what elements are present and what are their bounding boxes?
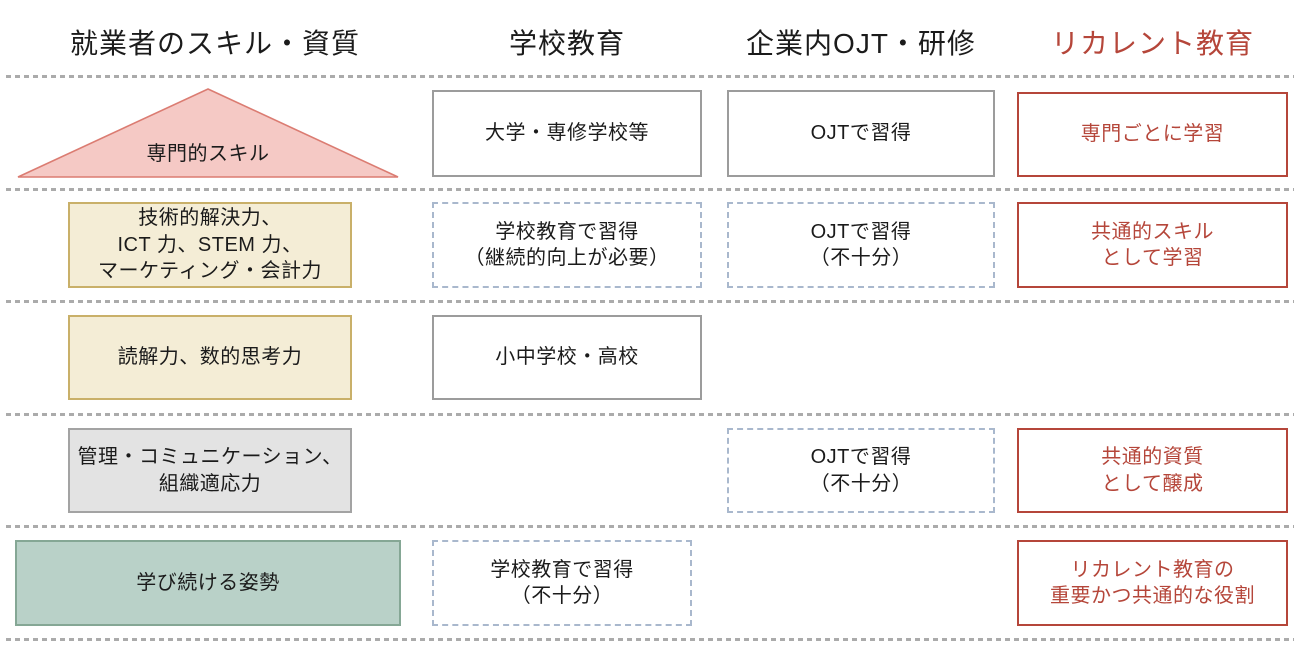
row4-skill-box: 管理・コミュニケーション、 組織適応力 bbox=[68, 428, 352, 513]
row2-ojt-box: OJTで習得 （不十分） bbox=[727, 202, 995, 288]
row3-skill-box: 読解力、数的思考力 bbox=[68, 315, 352, 400]
triangle-shape-icon bbox=[17, 88, 399, 178]
column-header-company-ojt: 企業内OJT・研修 bbox=[746, 28, 976, 59]
column-header-recurrent-education: リカレント教育 bbox=[1050, 28, 1254, 59]
column-header-school-education: 学校教育 bbox=[508, 28, 625, 59]
row3-school-box: 小中学校・高校 bbox=[432, 315, 702, 400]
row-separator bbox=[6, 638, 1294, 641]
specialized-skill-triangle: 専門的スキル bbox=[15, 87, 401, 179]
row4-recurrent-box: 共通的資質 として醸成 bbox=[1017, 428, 1288, 513]
row-separator bbox=[6, 75, 1294, 78]
row1-recurrent-box: 専門ごとに学習 bbox=[1017, 92, 1288, 177]
row2-school-box: 学校教育で習得 （継続的向上が必要） bbox=[432, 202, 702, 288]
row5-recurrent-box: リカレント教育の 重要かつ共通的な役割 bbox=[1017, 540, 1288, 626]
row5-school-box: 学校教育で習得 （不十分） bbox=[432, 540, 692, 626]
row-separator bbox=[6, 413, 1294, 416]
row1-school-box: 大学・専修学校等 bbox=[432, 90, 702, 177]
column-header-worker-skills: 就業者のスキル・資質 bbox=[69, 28, 360, 59]
triangle-label: 専門的スキル bbox=[146, 143, 270, 165]
row5-skill-box: 学び続ける姿勢 bbox=[15, 540, 401, 626]
row-separator bbox=[6, 300, 1294, 303]
row1-ojt-box: OJTで習得 bbox=[727, 90, 995, 177]
row-separator bbox=[6, 525, 1294, 528]
row-separator bbox=[6, 188, 1294, 191]
row2-skill-box: 技術的解決力、 ICT 力、STEM 力、 マーケティング・会計力 bbox=[68, 202, 352, 288]
row2-recurrent-box: 共通的スキル として学習 bbox=[1017, 202, 1288, 288]
row4-ojt-box: OJTで習得 （不十分） bbox=[727, 428, 995, 513]
